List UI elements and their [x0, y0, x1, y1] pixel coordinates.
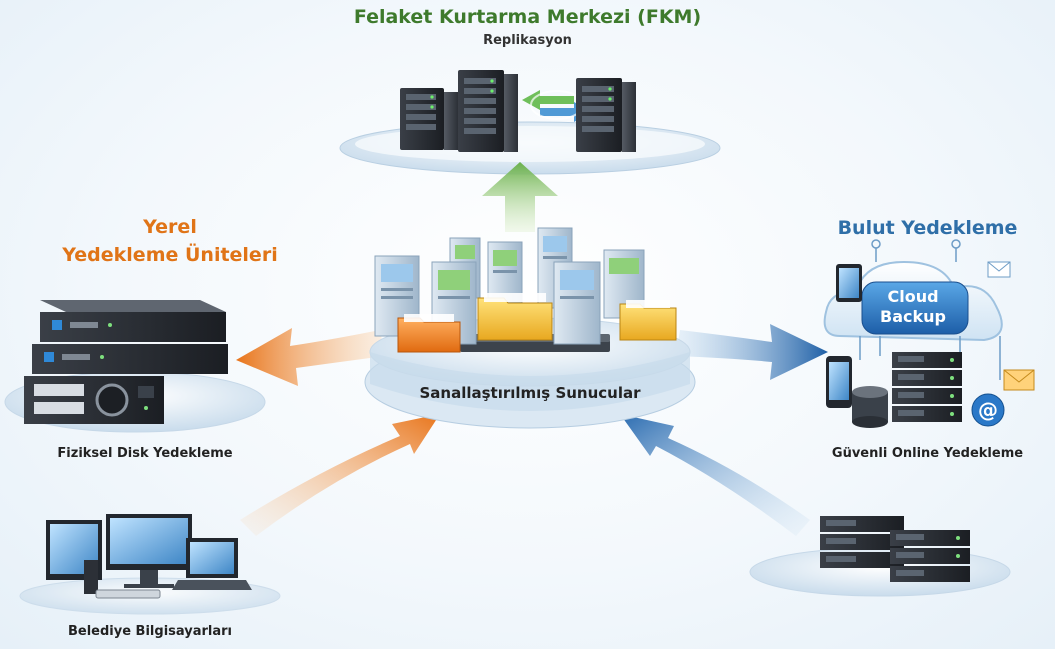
monitor-icon — [46, 520, 102, 580]
replication-arrow-up — [482, 162, 558, 232]
local-backup-arrow — [236, 328, 385, 386]
drc-subtitle: Replikasyon — [483, 33, 572, 48]
at-sign-icon: @ — [971, 393, 1005, 427]
envelope-icon — [1003, 369, 1035, 391]
desktop-icon — [84, 514, 192, 599]
remote-server-stack-icon — [820, 516, 970, 582]
email-icon — [987, 261, 1011, 278]
drc-server-rack-icon — [458, 70, 518, 152]
cloud-connector-lines — [859, 239, 1001, 380]
disk-unit-icon — [40, 300, 226, 342]
cloud-icon — [823, 260, 1003, 342]
local-title: Yerel Yedekleme Üniteleri — [20, 213, 320, 269]
disk-unit-icon — [32, 344, 228, 374]
tablet-icon — [836, 264, 862, 302]
remote-upload-arrow — [620, 414, 810, 536]
cloud-backup-arrow — [676, 324, 828, 380]
cloud-badge-line1: Cloud — [887, 287, 939, 306]
cloud-caption: Güvenli Online Yedekleme — [831, 446, 1024, 461]
disk-unit-icon — [24, 376, 164, 424]
phone-icon — [826, 356, 852, 408]
laptop-icon — [172, 538, 252, 590]
svg-text:@: @ — [978, 398, 998, 422]
municipal-caption: Belediye Bilgisayarları — [67, 624, 233, 639]
center-caption: Sanallaştırılmış Sunucular — [419, 384, 641, 402]
local-title-line1: Yerel — [143, 216, 197, 238]
database-icon — [852, 386, 888, 428]
municipal-upload-arrow — [240, 414, 440, 536]
local-caption: Fiziksel Disk Yedekleme — [57, 446, 233, 461]
folder-icon — [397, 314, 461, 353]
cloud-title: Bulut Yedekleme — [837, 217, 1018, 239]
drc-server-rack-icon — [576, 78, 636, 152]
local-title-line2: Yedekleme Üniteleri — [62, 244, 278, 266]
virtual-server-icon — [374, 227, 645, 345]
drc-server-rack-icon — [400, 88, 458, 150]
folder-icon — [619, 300, 677, 341]
drc-title: Felaket Kurtarma Merkezi (FKM) — [353, 6, 702, 28]
cloud-server-stack-icon — [892, 352, 962, 422]
cloud-badge-line2: Backup — [880, 307, 946, 326]
folder-icon — [477, 293, 553, 341]
drc-platform — [339, 121, 721, 175]
